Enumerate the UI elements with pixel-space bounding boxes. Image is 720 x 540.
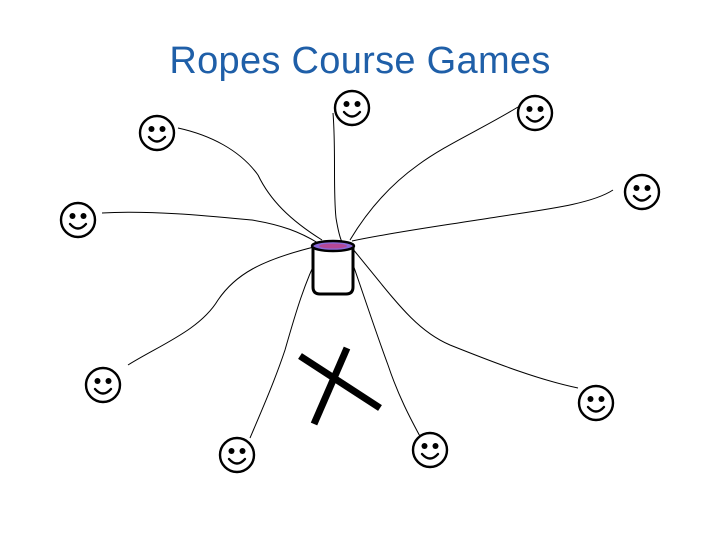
participant-smiley-icon — [218, 436, 256, 474]
participant-smiley-icon — [623, 173, 661, 211]
participant-smiley-icon — [59, 201, 97, 239]
rope-6 — [127, 245, 319, 366]
rope-7 — [249, 247, 323, 439]
bucket-body — [311, 248, 355, 296]
participant-smiley-icon — [138, 114, 176, 152]
rope-8 — [347, 249, 423, 441]
participant-smiley-icon — [411, 431, 449, 469]
bucket-rim-highlight — [319, 243, 347, 249]
ropes — [101, 106, 614, 441]
rope-3 — [349, 106, 519, 241]
rope-1 — [177, 127, 323, 241]
rope-5 — [101, 211, 319, 244]
slide-title: Ropes Course Games — [169, 40, 551, 82]
rope-4 — [351, 189, 614, 242]
participant-smiley-icon — [577, 384, 615, 422]
participant-smiley-icon — [84, 366, 122, 404]
bucket — [310, 239, 356, 296]
x-mark — [298, 346, 382, 426]
participant-smiley-icon — [333, 89, 371, 127]
rope-9 — [351, 247, 579, 389]
rope-2 — [332, 112, 343, 243]
participant-smiley-icon — [516, 94, 554, 132]
